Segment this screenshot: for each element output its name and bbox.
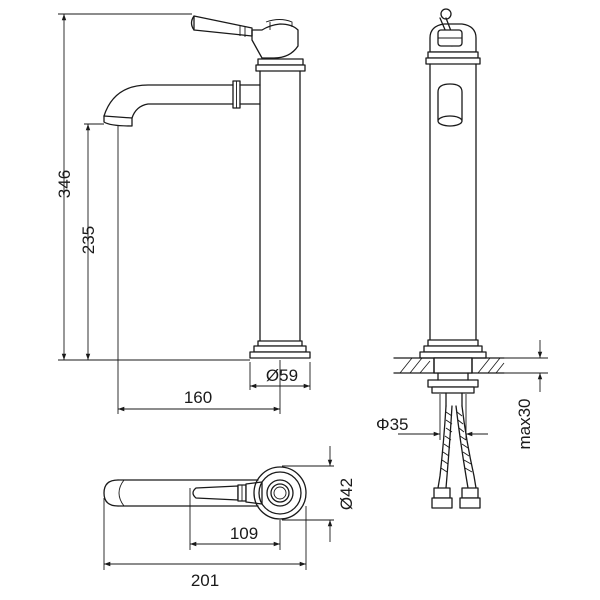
dim-109-label: 109	[230, 524, 258, 543]
main-body	[249, 70, 311, 359]
dim-42-label: Ø42	[337, 478, 356, 510]
dim-235-label: 235	[79, 226, 98, 254]
dim-160-label: 160	[184, 388, 212, 407]
spout	[103, 80, 261, 127]
dim-59-label: Ø59	[266, 366, 298, 385]
dim-35-label: Φ35	[376, 415, 408, 434]
side-spout	[437, 83, 463, 127]
mounting-shank	[427, 357, 479, 407]
top-dimensions: Ø42 109 201	[103, 446, 356, 590]
top-view	[103, 466, 307, 520]
dim-201-label: 201	[191, 571, 219, 590]
body-cap	[255, 58, 306, 72]
side-handle	[429, 8, 477, 53]
side-body	[419, 63, 487, 359]
top-handle	[192, 481, 263, 505]
handle-lever	[190, 15, 299, 59]
dim-346-label: 346	[55, 170, 74, 198]
front-dimensions: 346 235 160 Ø59	[55, 13, 311, 414]
side-cap	[427, 51, 479, 59]
dim-max30-label: max30	[515, 398, 534, 449]
top-base-circles	[253, 466, 307, 520]
side-view	[393, 8, 505, 509]
front-view	[103, 15, 311, 359]
braided-hoses	[431, 405, 481, 509]
side-dimensions: max30 Φ35	[376, 340, 548, 450]
